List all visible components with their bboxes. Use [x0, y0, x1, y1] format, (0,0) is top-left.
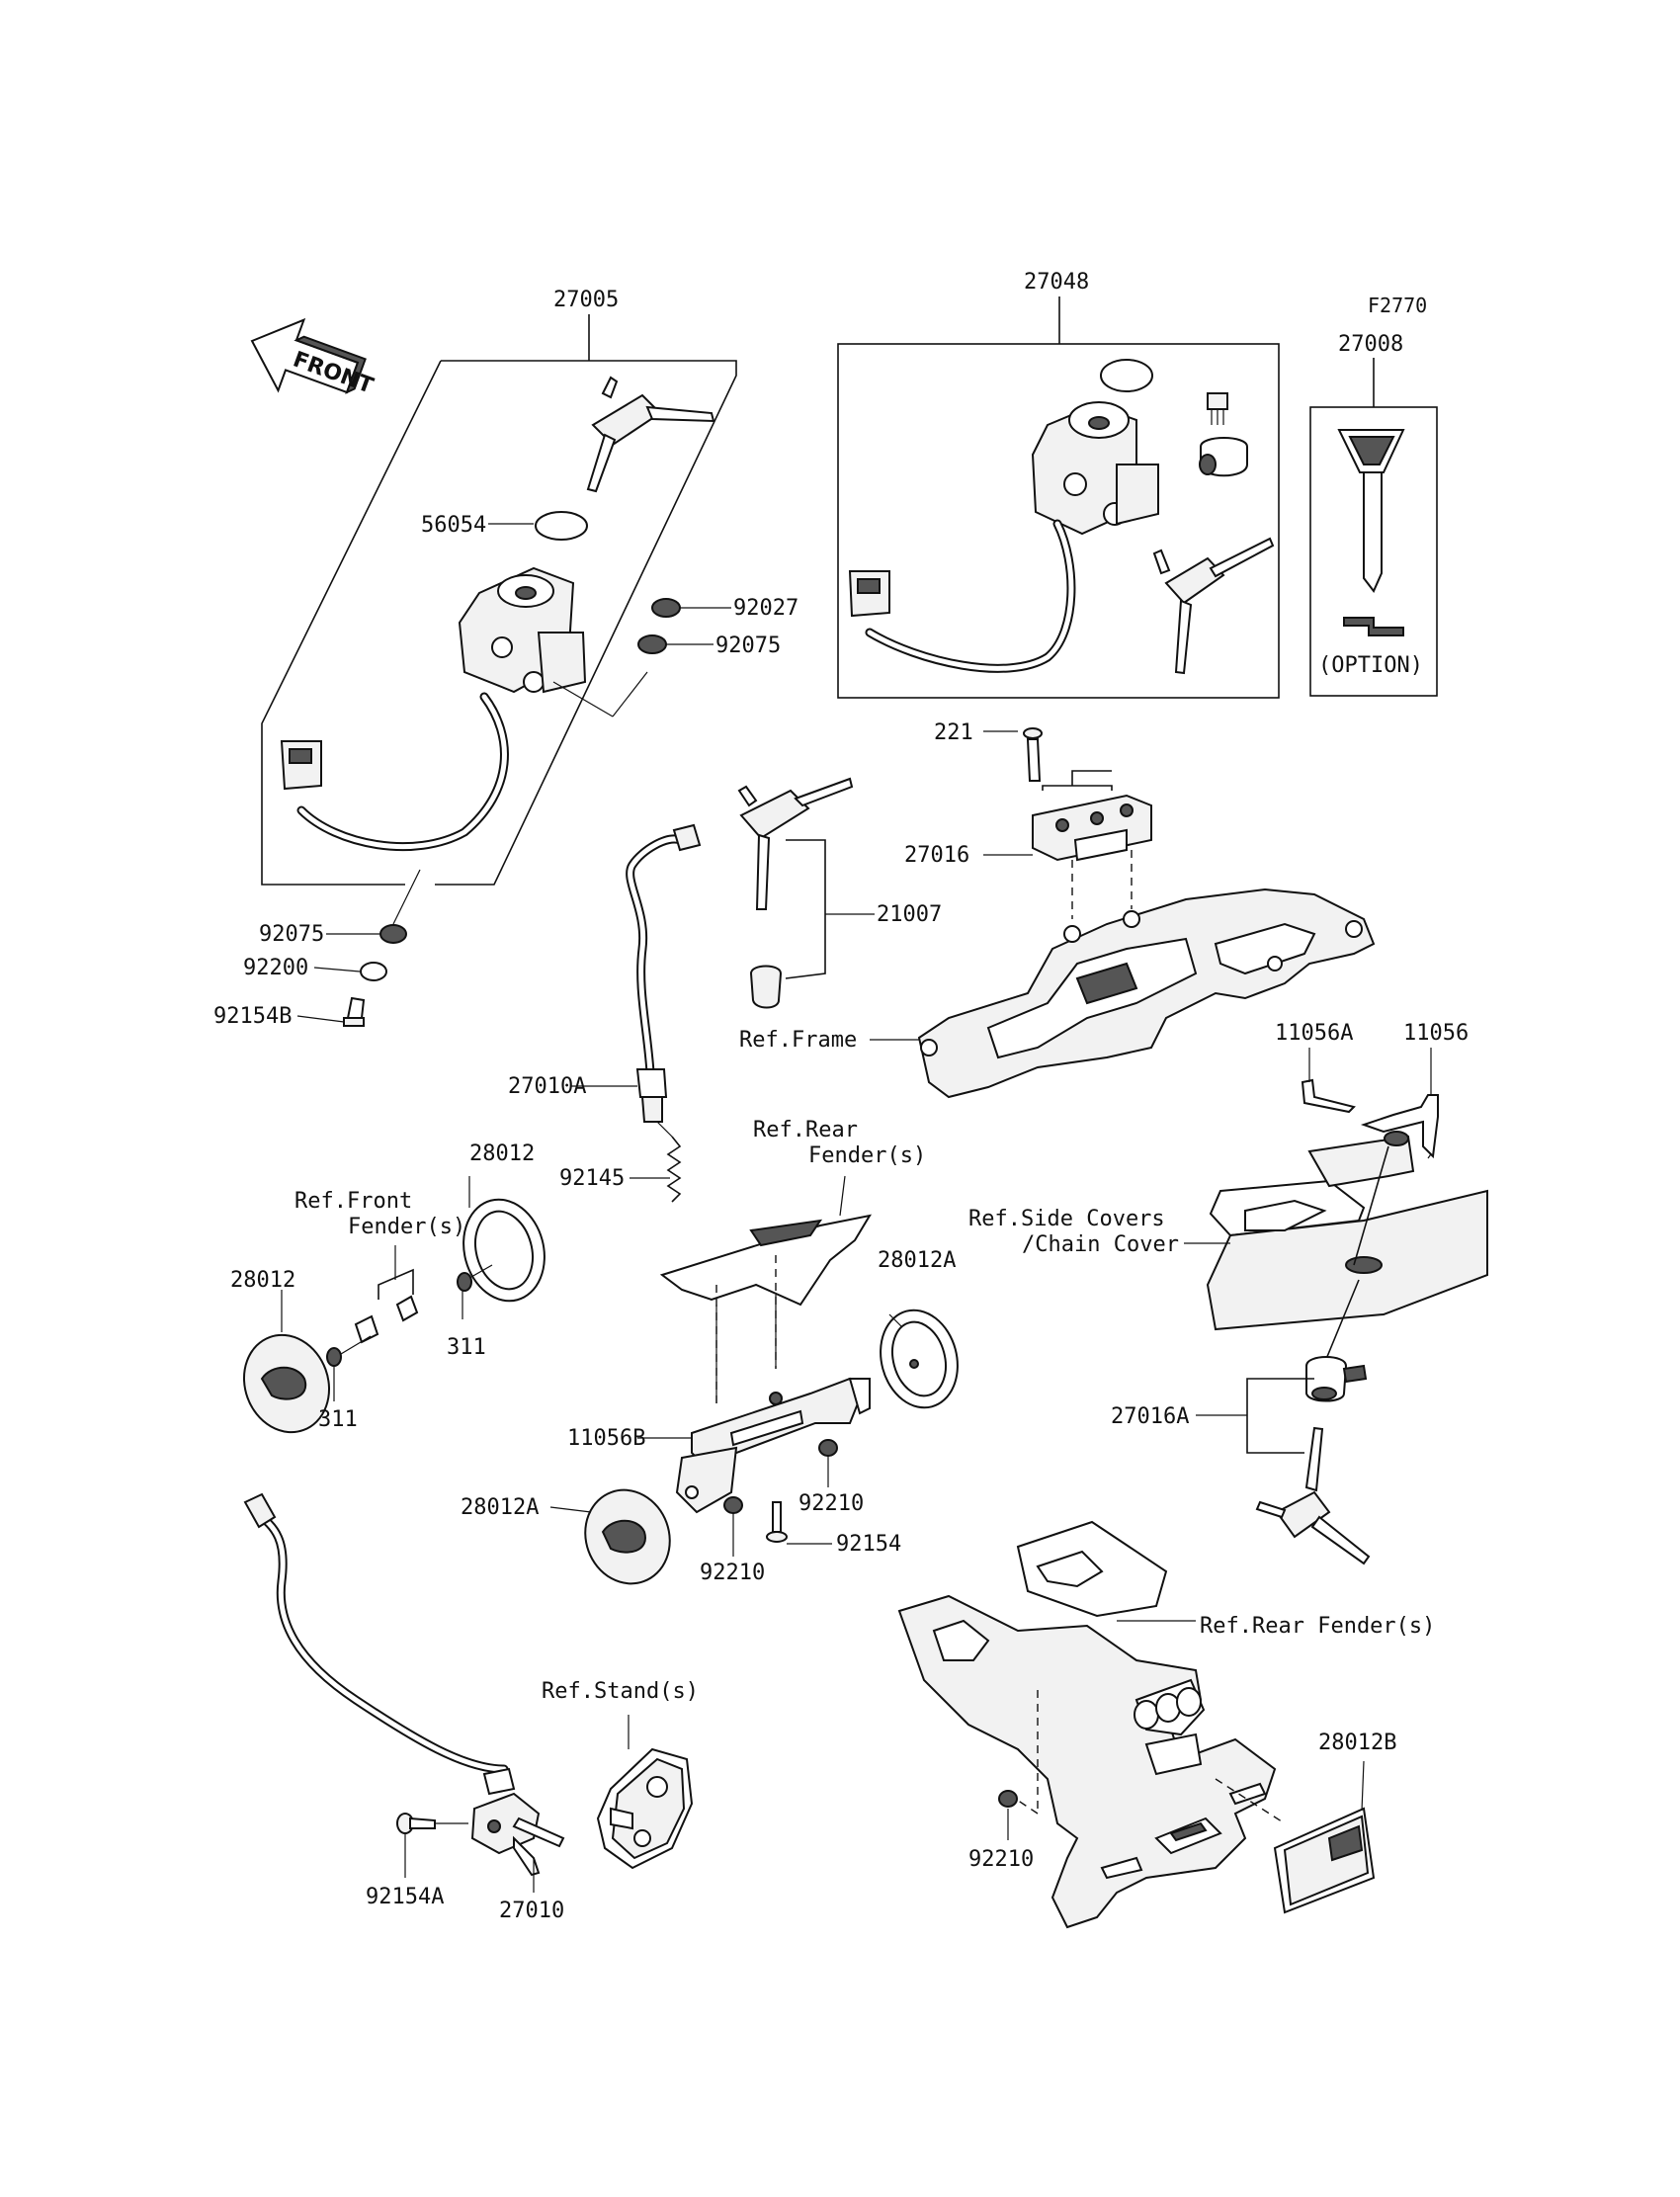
label-28012B: 28012B [1318, 1731, 1396, 1755]
nut-92210-right [818, 1439, 838, 1457]
ignition-switch-group-27005 [261, 314, 737, 1027]
nut-92210-left [723, 1496, 743, 1514]
label-28012-left: 28012 [230, 1268, 295, 1293]
label-56054: 56054 [421, 513, 486, 538]
label-92075-lower: 92075 [259, 922, 324, 947]
lock-set-group-27048 [837, 296, 1280, 699]
label-11056: 11056 [1403, 1021, 1469, 1046]
key-lock-set-21007 [737, 777, 875, 1009]
label-11056A: 11056A [1275, 1021, 1353, 1046]
screw-92154A [396, 1813, 436, 1834]
label-27016: 27016 [904, 843, 969, 868]
washer-56054 [535, 511, 588, 541]
label-92154B: 92154B [213, 1004, 292, 1029]
connector-icon [848, 570, 890, 618]
label-27010: 27010 [499, 1899, 564, 1923]
washer-92200 [360, 962, 387, 981]
reference-labels: Ref.Frame Ref.Rear Fender(s) Ref.Front F… [294, 1028, 1435, 1704]
ref-side-covers-line2: /Chain Cover [1022, 1232, 1179, 1257]
ref-side-covers-line1: Ref.Side Covers [968, 1207, 1165, 1231]
label-27005: 27005 [553, 288, 619, 312]
diagram-code: F2770 [1368, 294, 1427, 317]
lock-cylinder-27016A [1305, 1356, 1368, 1402]
side-stand-switch-27010 [243, 1492, 565, 1893]
ref-frame: Ref.Frame [739, 1028, 857, 1053]
rear-bracket-11056B [549, 1175, 959, 1585]
ref-rear-fender-line2: Fender(s) [808, 1143, 926, 1168]
label-11056B: 11056B [567, 1426, 645, 1451]
label-27016A: 27016A [1111, 1404, 1189, 1429]
ref-rear-fender-line1: Ref.Rear [753, 1118, 858, 1142]
ref-stand: Ref.Stand(s) [542, 1679, 699, 1704]
label-28012-right: 28012 [469, 1141, 535, 1166]
ref-front-fender-line2: Fender(s) [348, 1215, 465, 1239]
reflector-28012B [1273, 1807, 1376, 1914]
frame-reference [870, 887, 1376, 1099]
label-92154A: 92154A [366, 1885, 444, 1909]
label-27048: 27048 [1024, 270, 1089, 295]
label-311-left: 311 [318, 1407, 358, 1432]
key-icon [1152, 537, 1275, 675]
option-text: (OPTION) [1318, 653, 1423, 678]
label-92027: 92027 [733, 596, 798, 621]
label-221: 221 [934, 720, 973, 745]
label-27010A: 27010A [508, 1074, 586, 1099]
nut-92210-lower [998, 1790, 1018, 1808]
key-blank-group-27008: (OPTION) [1309, 358, 1438, 697]
label-28012A-upper: 28012A [878, 1248, 956, 1273]
key-icon [1255, 1426, 1371, 1565]
label-92210-lower: 92210 [968, 1847, 1034, 1872]
label-92210-right: 92210 [798, 1491, 864, 1516]
ignition-switch-body-27048 [1031, 401, 1159, 536]
front-reflector-assembly [242, 1176, 546, 1434]
lock-bracket-27016 [983, 770, 1152, 919]
screw-92154B [343, 996, 366, 1027]
part-labels: 27005 27048 27008 56054 92027 92075 9207… [213, 270, 1469, 1923]
rear-fender-lower [897, 1520, 1286, 1929]
label-311-right: 311 [447, 1335, 486, 1360]
washer-92075-upper [637, 634, 667, 654]
label-21007: 21007 [877, 902, 942, 927]
label-28012A-lower: 28012A [461, 1495, 539, 1520]
connector-icon [280, 740, 322, 791]
front-arrow-icon: FRONT [250, 317, 377, 399]
sensor-27010A [571, 823, 702, 1203]
label-27008: 27008 [1338, 332, 1403, 357]
bracket-11056A [1301, 1078, 1356, 1114]
bracket-11056 [1360, 1094, 1439, 1159]
label-92145: 92145 [559, 1166, 625, 1191]
label-92210-left: 92210 [700, 1561, 765, 1585]
stand-reference [596, 1715, 694, 1870]
washer-92075-lower [379, 924, 407, 944]
label-92200: 92200 [243, 956, 308, 980]
screw-92154 [766, 1501, 788, 1543]
label-92154: 92154 [836, 1532, 901, 1557]
ref-rear-fender-lower: Ref.Rear Fender(s) [1200, 1614, 1435, 1639]
washer-92027 [651, 598, 681, 618]
key-icon [1337, 429, 1405, 593]
screw-221 [983, 727, 1043, 782]
ref-front-fender-line1: Ref.Front [294, 1189, 412, 1214]
ignition-switch-body [458, 566, 587, 694]
side-cover-assembly [1184, 1048, 1488, 1565]
label-92075-upper: 92075 [715, 634, 781, 658]
key-icon [586, 376, 715, 493]
